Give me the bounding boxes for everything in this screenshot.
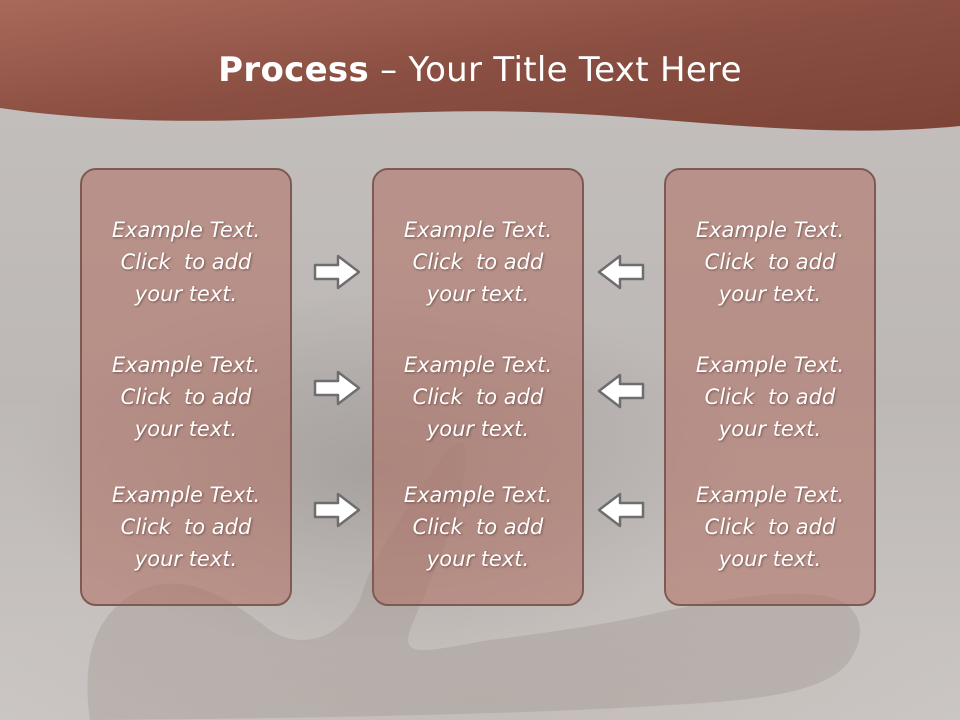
text-block[interactable]: Example Text. Click to add your text. [666, 214, 874, 310]
text-block[interactable]: Example Text. Click to add your text. [82, 214, 290, 310]
text-line: Click to add [704, 385, 836, 409]
text-block[interactable]: Example Text. Click to add your text. [374, 349, 582, 445]
text-line: Click to add [120, 515, 252, 539]
text-line: Example Text. [111, 353, 261, 377]
left-arrow-icon [597, 373, 645, 409]
text-block[interactable]: Example Text. Click to add your text. [666, 349, 874, 445]
text-line: Example Text. [695, 218, 845, 242]
text-line: Click to add [120, 250, 252, 274]
text-block[interactable]: Example Text. Click to add your text. [666, 479, 874, 575]
text-block[interactable]: Example Text. Click to add your text. [374, 214, 582, 310]
text-block[interactable]: Example Text. Click to add your text. [82, 479, 290, 575]
left-arrow-icon [597, 254, 645, 290]
title-bold: Process [218, 50, 370, 90]
title-rest: – Your Title Text Here [369, 50, 742, 90]
text-line: your text. [718, 417, 822, 441]
background-figure-image [87, 442, 860, 720]
right-arrow-icon [313, 254, 361, 290]
text-line: your text. [134, 417, 238, 441]
text-line: your text. [426, 547, 530, 571]
text-line: Example Text. [403, 353, 553, 377]
text-line: your text. [134, 547, 238, 571]
text-line: Click to add [704, 515, 836, 539]
header-banner [0, 0, 960, 131]
left-text-panel[interactable]: Example Text. Click to add your text. Ex… [80, 168, 292, 606]
text-line: your text. [718, 547, 822, 571]
right-text-panel[interactable]: Example Text. Click to add your text. Ex… [664, 168, 876, 606]
right-arrow-icon [313, 370, 361, 406]
text-line: Example Text. [695, 483, 845, 507]
text-line: your text. [718, 282, 822, 306]
text-line: Example Text. [111, 483, 261, 507]
text-line: Example Text. [403, 218, 553, 242]
text-line: Example Text. [403, 483, 553, 507]
slide-title[interactable]: Process – Your Title Text Here [0, 50, 960, 90]
left-arrow-icon [597, 492, 645, 528]
text-block[interactable]: Example Text. Click to add your text. [374, 479, 582, 575]
text-line: your text. [426, 282, 530, 306]
text-line: Click to add [704, 250, 836, 274]
text-line: Example Text. [695, 353, 845, 377]
text-line: Click to add [120, 385, 252, 409]
text-line: Example Text. [111, 218, 261, 242]
center-text-panel[interactable]: Example Text. Click to add your text. Ex… [372, 168, 584, 606]
text-line: Click to add [412, 385, 544, 409]
right-arrow-icon [313, 492, 361, 528]
text-line: your text. [134, 282, 238, 306]
text-line: Click to add [412, 515, 544, 539]
text-line: your text. [426, 417, 530, 441]
text-block[interactable]: Example Text. Click to add your text. [82, 349, 290, 445]
text-line: Click to add [412, 250, 544, 274]
